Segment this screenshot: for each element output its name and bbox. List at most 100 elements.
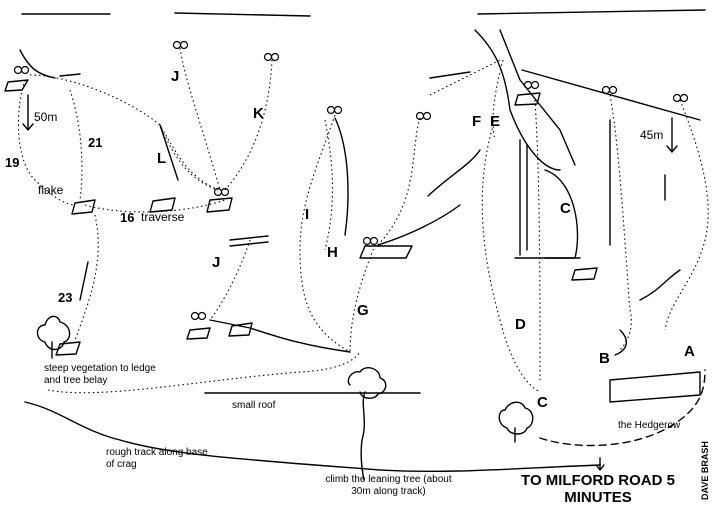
cliff-edge bbox=[334, 117, 349, 236]
tree-icon bbox=[36, 315, 71, 359]
cliff-edge bbox=[159, 124, 179, 181]
cliff-edge bbox=[59, 73, 81, 77]
arrow-down bbox=[595, 457, 605, 471]
leaning-tree-icon bbox=[347, 367, 387, 481]
pillar bbox=[499, 29, 576, 166]
bolt-icon bbox=[179, 40, 189, 50]
bolt-icon bbox=[333, 105, 343, 115]
bolt-icon bbox=[530, 80, 540, 90]
height-label-left: 50m bbox=[34, 110, 58, 124]
bolt-icon bbox=[270, 52, 280, 62]
route-J-upper bbox=[179, 47, 221, 191]
climb-tree-note: climb the leaning tree (about 30m along … bbox=[325, 474, 452, 497]
bolt-icon bbox=[362, 236, 372, 246]
route-label-J-upper: J bbox=[171, 68, 180, 85]
height-label-right: 45m bbox=[640, 128, 664, 142]
route-label-L: L bbox=[157, 150, 167, 167]
route-K-line bbox=[224, 59, 273, 191]
bolt-icon bbox=[422, 111, 432, 121]
cliff-edge bbox=[229, 241, 269, 247]
route-H-line bbox=[324, 119, 334, 251]
ledge bbox=[4, 79, 29, 92]
route-21-line bbox=[69, 89, 83, 201]
small-roof-label: small roof bbox=[232, 400, 276, 411]
bolt-icon bbox=[220, 187, 230, 197]
ledge bbox=[149, 197, 176, 213]
cliff-edge bbox=[614, 329, 627, 356]
tree-icon bbox=[498, 401, 534, 443]
route-L-line bbox=[159, 124, 219, 191]
bolt-icon bbox=[197, 311, 207, 321]
route-label-J-lower: J bbox=[212, 254, 221, 271]
cliff-edge bbox=[377, 204, 461, 246]
bolt-icon bbox=[263, 52, 273, 62]
bolt-icon bbox=[326, 105, 336, 115]
route-number-23: 23 bbox=[58, 290, 73, 305]
cliff-edge bbox=[521, 69, 701, 121]
author-credit: DAVE BRASH bbox=[700, 441, 710, 500]
route-upper-traverse bbox=[429, 59, 501, 96]
rough-track-note: rough track along base of crag bbox=[106, 447, 208, 470]
bolt-icon bbox=[608, 85, 618, 95]
route-left-upper bbox=[377, 117, 421, 246]
cliff-edge bbox=[639, 269, 681, 301]
route-number-19: 19 bbox=[5, 155, 20, 170]
cliff-edge bbox=[79, 261, 89, 301]
cliff-edge bbox=[19, 49, 56, 79]
route-label-C-wall: C bbox=[560, 200, 571, 217]
route-label-A: A bbox=[684, 343, 695, 360]
cliff-edge bbox=[429, 71, 471, 79]
crag-top-line bbox=[174, 12, 311, 17]
ledge bbox=[359, 245, 413, 259]
route-A-line bbox=[664, 99, 709, 331]
hedgerow-box bbox=[609, 371, 701, 403]
route-label-H: H bbox=[327, 244, 338, 261]
approach-path bbox=[539, 369, 706, 447]
route-G-line bbox=[349, 244, 376, 353]
ledge bbox=[71, 199, 96, 215]
pillar bbox=[474, 29, 561, 171]
bolt-icon bbox=[601, 85, 611, 95]
route-label-D: D bbox=[515, 316, 526, 333]
bolt-icon bbox=[172, 40, 182, 50]
cliff-edge bbox=[427, 149, 481, 197]
route-label-G: G bbox=[357, 302, 369, 319]
arrow-down bbox=[22, 94, 34, 131]
route-21-upper bbox=[29, 74, 219, 191]
bolt-icon bbox=[523, 80, 533, 90]
route-number-16: 16 bbox=[120, 210, 135, 225]
flake-label: flake bbox=[38, 183, 64, 197]
route-J-lower bbox=[209, 239, 251, 321]
ledge bbox=[514, 92, 541, 106]
milford-road-sign: TO MILFORD ROAD 5 MINUTES bbox=[521, 472, 675, 506]
route-label-I: I bbox=[305, 206, 310, 223]
steep-vegetation-note: steep vegetation to ledge and tree belay bbox=[44, 363, 156, 386]
route-E-line bbox=[492, 59, 504, 141]
bolt-icon bbox=[190, 311, 200, 321]
bolt-icon bbox=[672, 93, 682, 103]
ledge bbox=[55, 341, 81, 356]
approach-dotted bbox=[47, 351, 361, 394]
cliff-edge bbox=[229, 235, 269, 241]
bolt-icon bbox=[20, 65, 30, 75]
route-label-C-base: C bbox=[537, 394, 548, 411]
route-label-K: K bbox=[253, 105, 264, 122]
ledge bbox=[186, 327, 211, 340]
bolt-icon bbox=[679, 93, 689, 103]
ledge bbox=[228, 322, 253, 337]
route-label-E: E bbox=[490, 113, 501, 130]
route-I-line bbox=[299, 114, 351, 353]
hedgerow-label: the Hedgerow bbox=[618, 420, 681, 431]
route-label-B: B bbox=[599, 350, 610, 367]
rough-track bbox=[24, 401, 601, 473]
route-number-21: 21 bbox=[88, 135, 103, 150]
route-D-line bbox=[534, 99, 541, 381]
route-B-line bbox=[609, 94, 632, 351]
cliff-edge bbox=[209, 319, 351, 353]
route-F-line bbox=[481, 119, 541, 393]
route-19-line bbox=[17, 79, 76, 206]
bolt-icon bbox=[13, 65, 23, 75]
traverse-label: traverse bbox=[141, 210, 185, 224]
